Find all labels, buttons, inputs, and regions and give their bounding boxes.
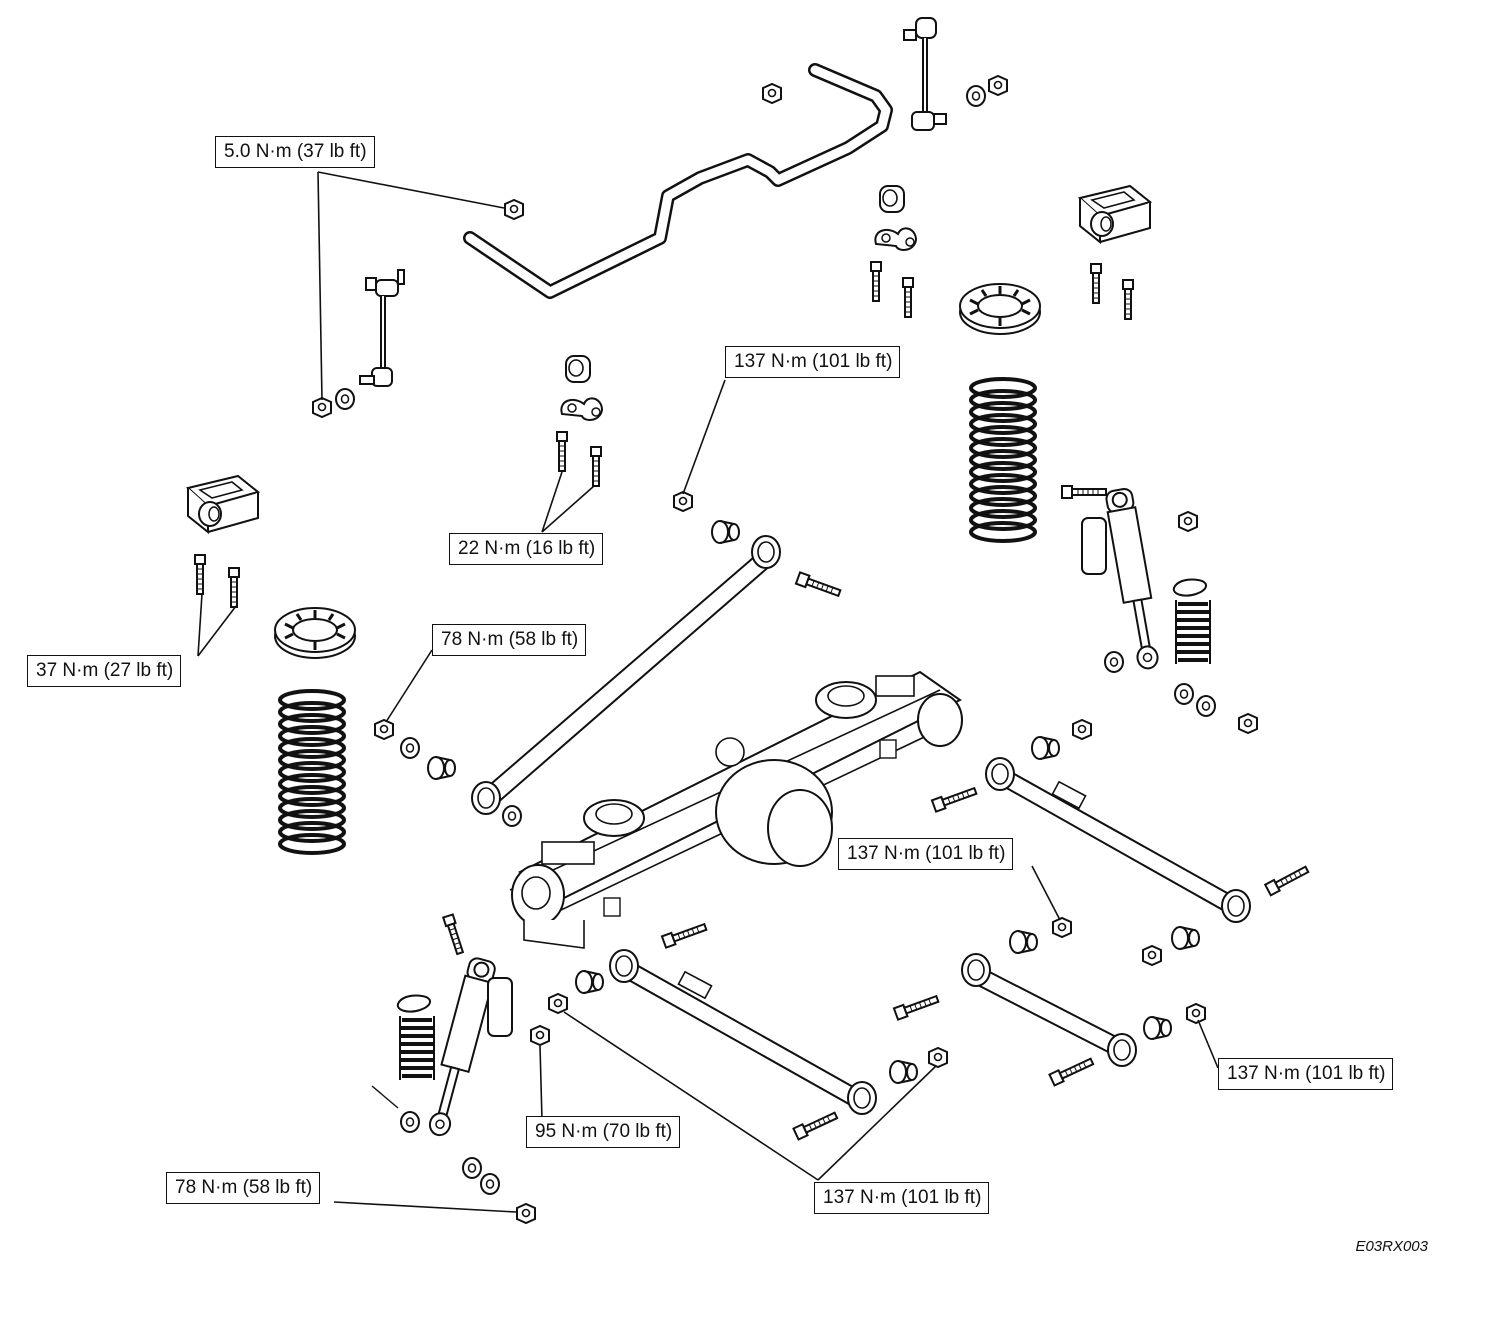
shock-absorber-left (422, 913, 550, 1140)
coil-spring-left (278, 689, 346, 855)
stabilizer-link-left (359, 269, 405, 387)
upper-control-arm-left (471, 520, 843, 827)
torque-callout-upper-arm-nut: 137 N·m (101 lb ft) (725, 346, 901, 378)
stabilizer-bar (463, 63, 893, 299)
shock-boot-left (395, 993, 436, 1082)
stabilizer-link-right (903, 17, 947, 131)
spring-seat-right (958, 282, 1042, 336)
stabilizer-clamp-right (870, 185, 917, 318)
shock-left-lower-hardware (371, 1085, 536, 1224)
torque-callout-shock-upper-nut: 95 N·m (70 lb ft) (526, 1116, 681, 1148)
lower-control-arm-left (609, 920, 877, 1141)
shock-absorber-right (1061, 485, 1198, 672)
torque-callout-stabilizer-clamp-bolts: 22 N·m (16 lb ft) (449, 533, 604, 565)
rear-axle-housing (509, 670, 963, 949)
stabilizer-clamp-left (556, 355, 603, 487)
torque-callout-stabilizer-link-nut: 5.0 N·m (37 lb ft) (215, 136, 375, 168)
torque-callout-upper-arm-right-nut: 137 N·m (101 lb ft) (838, 838, 1014, 870)
torque-callout-lower-arm-right-nut: 137 N·m (101 lb ft) (1218, 1058, 1394, 1090)
torque-callout-upper-arm-left-nut: 78 N·m (58 lb ft) (432, 624, 587, 656)
shock-right-lower-hardware (1104, 651, 1258, 734)
coil-spring-right (969, 377, 1037, 543)
torque-callout-shock-lower-nut: 78 N·m (58 lb ft) (166, 1172, 321, 1204)
torque-callout-spring-bracket-bolts: 37 N·m (27 lb ft) (27, 655, 182, 687)
upper-left-bushing-set (374, 719, 456, 780)
lower-control-arm-right (892, 953, 1137, 1087)
shock-boot-right (1171, 577, 1212, 666)
spring-seat-left (273, 606, 357, 660)
spring-bracket-left (187, 475, 259, 608)
callout-leader-lines (197, 171, 1219, 1213)
torque-callout-lower-arm-left-nuts: 137 N·m (101 lb ft) (814, 1182, 990, 1214)
upper-control-arm-right (930, 757, 1311, 923)
spring-bracket-right (1079, 185, 1151, 320)
figure-code: E03RX003 (1355, 1238, 1428, 1255)
upper-arm-nut (673, 491, 693, 512)
